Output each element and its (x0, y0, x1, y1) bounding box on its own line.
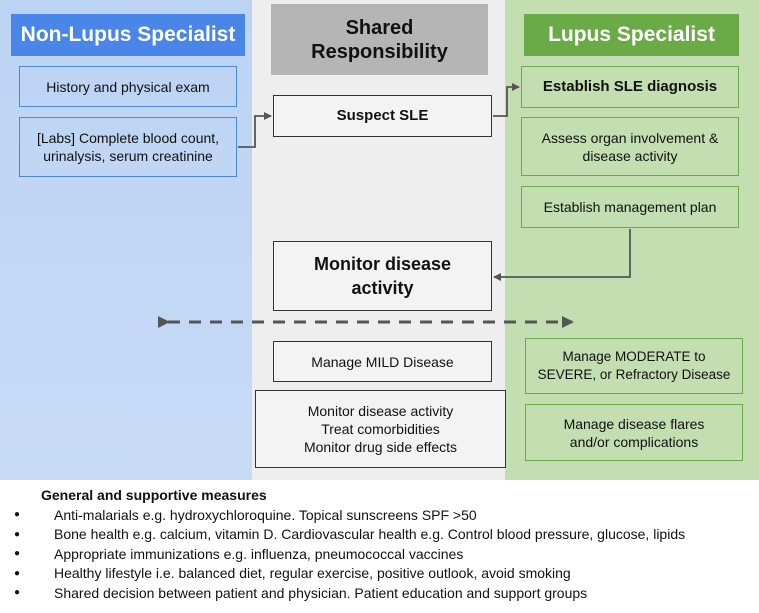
general-measures-panel (0, 480, 759, 613)
manage-moderate-line-1: Manage MODERATE to (562, 349, 706, 364)
bullet-icon: ● (14, 528, 21, 540)
establish-diagnosis-text: Establish SLE diagnosis (542, 78, 718, 95)
suspect-sle-box: Suspect SLE (273, 95, 492, 137)
shared-monitoring-box: Monitor disease activity Treat comorbidi… (255, 390, 506, 468)
manage-flares-box: Manage disease flares and/or complicatio… (525, 404, 743, 461)
manage-mild-text: Manage MILD Disease (311, 353, 454, 370)
shared-line-3: Monitor drug side effects (303, 439, 458, 455)
suspect-sle-text: Suspect SLE (336, 107, 429, 124)
manage-flares-line-1: Manage disease flares (563, 415, 705, 432)
list-item: ●Anti-malarials e.g. hydroxychloroquine.… (14, 506, 477, 523)
shared-line-2: Treat comorbidities (321, 421, 440, 437)
general-measures-title: General and supportive measures (41, 487, 267, 503)
assess-organ-line-2: disease activity (582, 147, 678, 164)
non-lupus-column (0, 0, 252, 480)
assess-organ-line-1: Assess organ involvement & (541, 129, 719, 146)
labs-box: [Labs] Complete blood count, urinalysis,… (19, 117, 237, 177)
shared-line-1: Monitor disease activity (307, 403, 454, 419)
lupus-specialist-header: Lupus Specialist (524, 14, 739, 56)
suspect-to-diagnosis-arrow (493, 83, 520, 117)
manage-flares-line-2: and/or complications (569, 433, 699, 450)
manage-moderate-line-2: SEVERE, or Refractory Disease (537, 367, 731, 382)
general-measures-list: ●Anti-malarials e.g. hydroxychloroquine.… (14, 505, 685, 603)
labs-line-1: [Labs] Complete blood count, (36, 130, 220, 146)
non-lupus-specialist-header: Non-Lupus Specialist (11, 14, 245, 56)
bullet-icon: ● (14, 587, 21, 599)
manage-mild-box: Manage MILD Disease (273, 341, 492, 382)
labs-line-2: urinalysis, serum creatinine (43, 148, 213, 164)
shared-responsibility-header: Shared Responsibility (271, 4, 488, 75)
monitor-disease-line-1: Monitor disease (313, 254, 452, 274)
assess-organ-box: Assess organ involvement & disease activ… (521, 117, 739, 176)
shared-responsibility-title: Shared Responsibility (311, 16, 448, 63)
management-plan-box: Establish management plan (521, 186, 739, 228)
monitor-disease-line-2: activity (351, 278, 414, 298)
bullet-icon: ● (14, 567, 21, 579)
manage-moderate-box: Manage MODERATE to SEVERE, or Refractory… (525, 338, 743, 394)
lupus-column (505, 0, 759, 480)
history-exam-text: History and physical exam (46, 78, 210, 95)
list-item: ●Shared decision between patient and phy… (14, 584, 588, 601)
list-item: ●Bone health e.g. calcium, vitamin D. Ca… (14, 526, 686, 543)
bullet-icon: ● (14, 509, 21, 521)
establish-diagnosis-box: Establish SLE diagnosis (521, 66, 739, 108)
plan-to-monitor-arrow (493, 229, 631, 281)
monitor-disease-box: Monitor disease activity (273, 241, 492, 311)
history-exam-box: History and physical exam (19, 66, 237, 107)
list-item: ●Healthy lifestyle i.e. balanced diet, r… (14, 565, 571, 582)
list-item: ●Appropriate immunizations e.g. influenz… (14, 545, 464, 562)
labs-to-suspect-arrow (238, 112, 272, 148)
bullet-icon: ● (14, 548, 21, 560)
connector-arrows (158, 83, 631, 328)
management-plan-text: Establish management plan (543, 199, 717, 215)
